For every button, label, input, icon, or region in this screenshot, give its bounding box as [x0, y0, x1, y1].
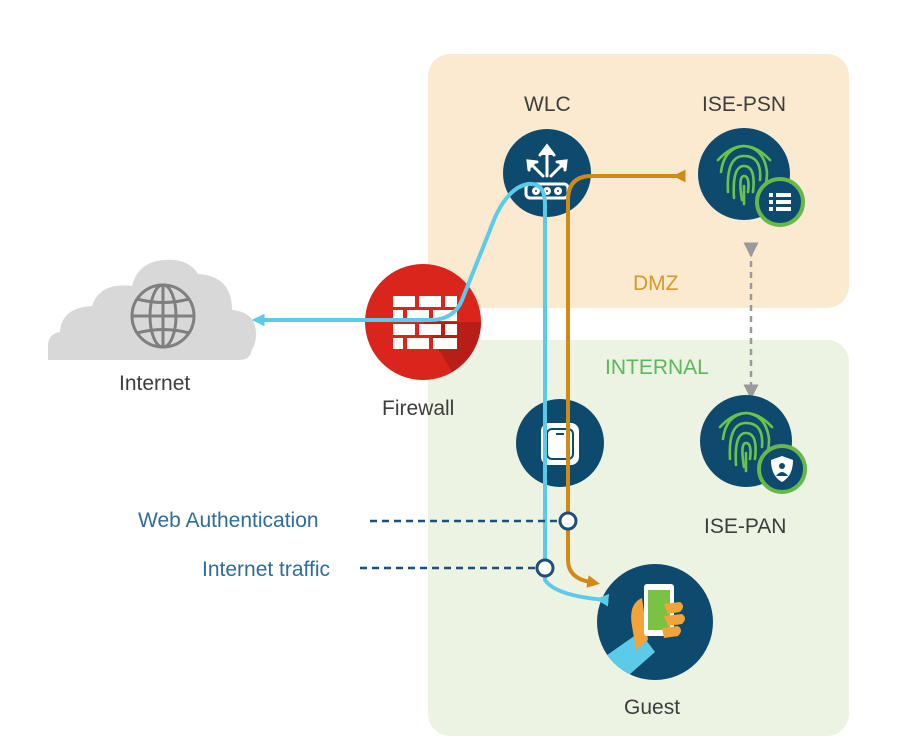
access-point-icon: [516, 399, 604, 487]
list-icon: [755, 177, 805, 227]
ise-pan-label: ISE-PAN: [704, 515, 787, 538]
web-auth-legend: Web Authentication: [138, 509, 319, 532]
web-auth-marker: [558, 511, 578, 531]
internet-traffic-path: [251, 181, 610, 607]
wlc-label: WLC: [524, 93, 571, 116]
shield-icon: [757, 444, 807, 494]
internet-cloud: [48, 259, 256, 360]
wireless-controller-icon: [503, 129, 591, 217]
ise-psn-label: ISE-PSN: [702, 93, 787, 116]
internet-traffic-marker: [535, 558, 555, 578]
internal-label: INTERNAL: [605, 356, 709, 379]
internet-traffic-legend: Internet traffic: [202, 558, 331, 581]
firewall-label: Firewall: [382, 397, 455, 420]
dmz-label: DMZ: [633, 272, 679, 295]
globe-icon: [130, 283, 196, 349]
internet-label: Internet: [119, 372, 191, 395]
guest-label: Guest: [624, 696, 681, 719]
